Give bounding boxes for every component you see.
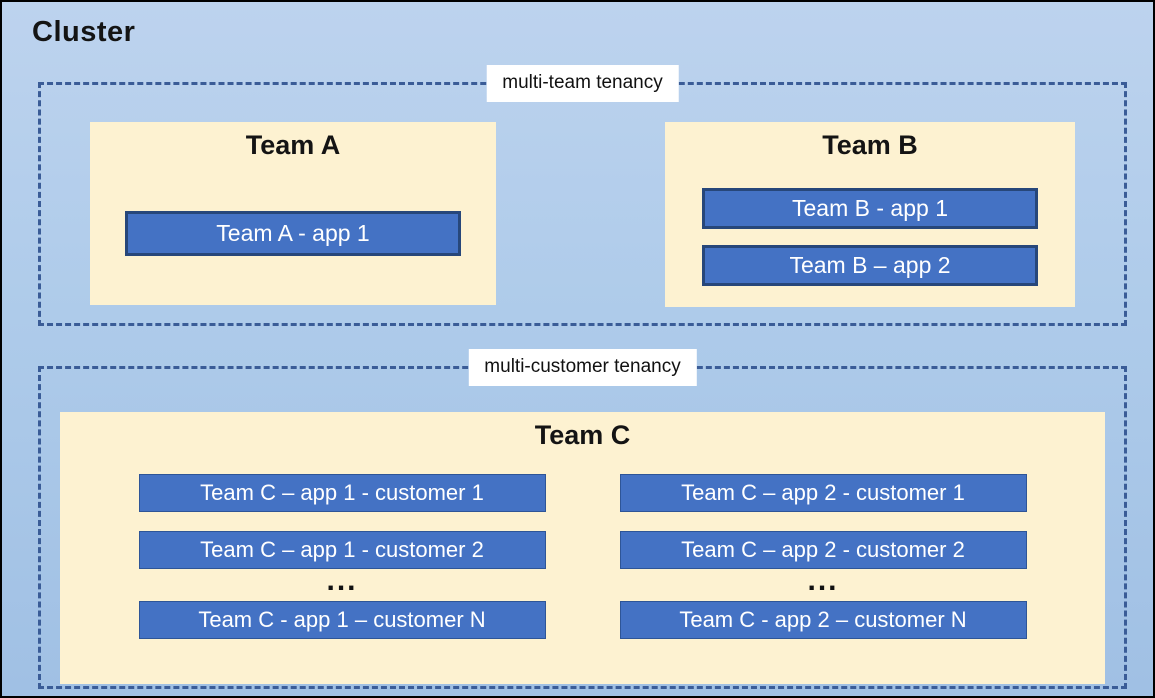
multi-customer-tenancy-label: multi-customer tenancy <box>468 349 697 386</box>
team-a-box: Team A Team A - app 1 <box>90 122 496 305</box>
team-b-box: Team B Team B - app 1 Team B – app 2 <box>665 122 1075 307</box>
team-c-app2-ellipsis: ... <box>807 564 839 597</box>
team-c-app1-customer-n: Team C - app 1 – customer N <box>138 601 546 639</box>
multi-customer-tenancy-section: multi-customer tenancy Team C Team C – a… <box>38 349 1127 689</box>
team-c-app2-customer-n: Team C - app 2 – customer N <box>619 601 1027 639</box>
team-c-app1-ellipsis: ... <box>326 564 358 597</box>
team-c-title: Team C <box>534 420 631 450</box>
team-b-title: Team B <box>822 130 918 160</box>
team-b-app-1: Team B - app 1 <box>702 188 1038 229</box>
team-c-app2-customer-1: Team C – app 2 - customer 1 <box>619 474 1027 512</box>
team-a-app-1: Team A - app 1 <box>125 211 461 256</box>
team-b-app-stack: Team B - app 1 Team B – app 2 <box>702 188 1038 286</box>
multi-team-tenancy-label: multi-team tenancy <box>486 65 679 102</box>
team-c-app1-column: Team C – app 1 - customer 1 Team C – app… <box>138 474 546 639</box>
team-a-title: Team A <box>245 130 341 160</box>
multi-team-tenancy-section: multi-team tenancy Team A Team A - app 1… <box>38 65 1127 326</box>
team-c-app2-column: Team C – app 2 - customer 1 Team C – app… <box>619 474 1027 639</box>
cluster-title: Cluster <box>32 16 136 48</box>
team-c-columns: Team C – app 1 - customer 1 Team C – app… <box>60 474 1105 639</box>
team-c-box: Team C Team C – app 1 - customer 1 Team … <box>60 412 1105 684</box>
team-b-app-2: Team B – app 2 <box>702 245 1038 286</box>
team-c-app1-customer-1: Team C – app 1 - customer 1 <box>138 474 546 512</box>
team-c-app2-customer-2: Team C – app 2 - customer 2 <box>619 531 1027 569</box>
team-c-app1-customer-2: Team C – app 1 - customer 2 <box>138 531 546 569</box>
